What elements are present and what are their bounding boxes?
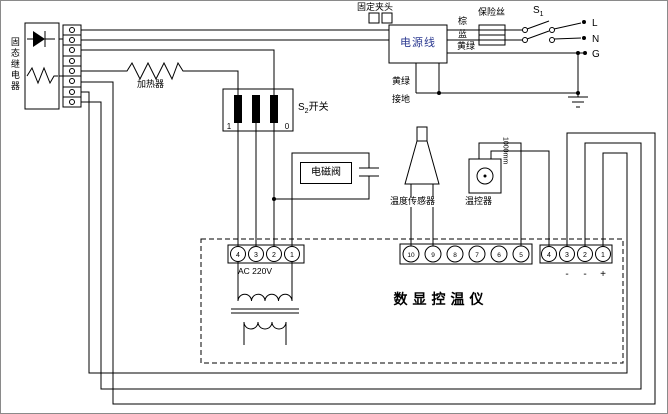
s2-suffix: 开关 bbox=[308, 102, 329, 113]
strip-ac: 4 3 2 1 bbox=[227, 244, 305, 264]
ac-voltage-label: AC 220V bbox=[238, 266, 273, 276]
heater-label: 加热器 bbox=[137, 79, 165, 89]
sign-minus-1: - bbox=[565, 269, 568, 280]
out-terminal-1: 1 bbox=[601, 252, 605, 259]
ac-terminal-1: 1 bbox=[290, 252, 294, 259]
s2-switch-symbol: 1 0 bbox=[222, 88, 294, 246]
fuse-label: 保险丝 bbox=[478, 7, 506, 17]
ac-terminal-2: 2 bbox=[272, 252, 276, 259]
ac-terminal-3: 3 bbox=[254, 252, 258, 259]
terminal-block-left bbox=[62, 24, 82, 108]
blue-wire-label: 蓝 bbox=[458, 29, 468, 39]
terminal-l-label: L bbox=[592, 18, 598, 29]
control-loop-wires bbox=[81, 81, 656, 405]
terminal-n-label: N bbox=[592, 34, 599, 45]
sign-plus: + bbox=[600, 269, 606, 280]
power-entry: L N G bbox=[368, 12, 600, 108]
transformer-symbol bbox=[231, 262, 299, 345]
terminal-g-label: G bbox=[592, 49, 600, 60]
out-terminal-3: 3 bbox=[565, 252, 569, 259]
terminal-10: 10 bbox=[407, 252, 415, 259]
solenoid-circuit bbox=[272, 152, 379, 246]
fixed-clamp-label: 固定夹头 bbox=[357, 2, 394, 12]
controller-outline bbox=[200, 238, 624, 364]
strip-main: 10 9 8 7 6 5 bbox=[399, 243, 533, 265]
ssr-label: 固态继电器 bbox=[9, 37, 20, 92]
lead-length-label: 1000mm bbox=[501, 137, 509, 165]
thermostat-label: 温控器 bbox=[464, 196, 494, 207]
power-cord-label: 电源线 bbox=[400, 37, 436, 49]
s1-name: S bbox=[533, 5, 540, 16]
ac-terminal-4: 4 bbox=[236, 252, 240, 259]
s2-name: S bbox=[298, 102, 305, 113]
s2-label: S2开关 bbox=[298, 102, 329, 116]
s1-label: S1 bbox=[533, 5, 544, 19]
sign-minus-2: - bbox=[583, 269, 586, 280]
temp-sensor-label: 温度传感器 bbox=[389, 196, 437, 207]
thermostat-symbol bbox=[468, 142, 550, 246]
s1-sub: 1 bbox=[539, 11, 544, 18]
temp-sensor-symbol bbox=[404, 126, 440, 246]
yellow-green-wire-label: 黄绿 bbox=[457, 41, 476, 51]
ground-label: 接地 bbox=[391, 94, 412, 105]
brown-wire-label: 棕 bbox=[458, 16, 468, 26]
terminal-5: 5 bbox=[519, 252, 523, 259]
terminal-6: 6 bbox=[497, 252, 501, 259]
s2-off-label: 0 bbox=[285, 122, 290, 131]
terminal-8: 8 bbox=[453, 252, 457, 259]
terminal-9: 9 bbox=[431, 252, 435, 259]
s2-sub: 2 bbox=[304, 108, 309, 115]
relay-unit bbox=[24, 22, 63, 110]
mains-wires bbox=[81, 29, 389, 95]
s2-on-label: 1 bbox=[227, 122, 232, 131]
out-terminal-2: 2 bbox=[583, 252, 587, 259]
terminal-7: 7 bbox=[475, 252, 479, 259]
solenoid-valve-label: 电磁阀 bbox=[300, 162, 352, 184]
controller-title: 数显控温仪 bbox=[393, 291, 489, 307]
out-terminal-4: 4 bbox=[547, 252, 551, 259]
strip-out: 4 3 2 1 - - + bbox=[539, 244, 613, 280]
ground-yellow-green-label: 黄绿 bbox=[391, 76, 412, 87]
